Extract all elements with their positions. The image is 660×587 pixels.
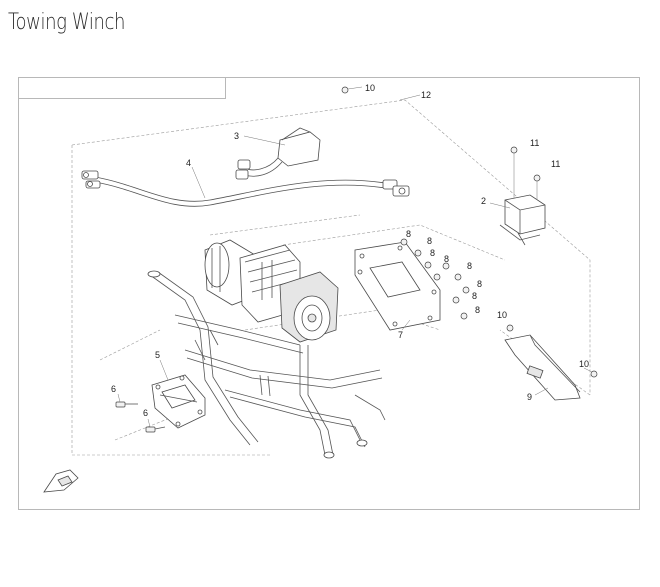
assembly-outline [71, 99, 591, 456]
callout-11-lower: 11 [551, 159, 560, 169]
callout-7: 7 [398, 330, 403, 340]
title-block [19, 78, 226, 99]
callout-6-lower: 6 [143, 408, 148, 418]
leader-lines [117, 94, 593, 428]
callout-8-a: 8 [406, 229, 411, 239]
callout-4: 4 [186, 158, 191, 168]
callout-12: 12 [421, 90, 431, 100]
callout-8-b: 8 [427, 236, 432, 246]
callout-8-d: 8 [444, 254, 449, 264]
callout-8-h: 8 [475, 305, 480, 315]
callout-10-mid: 10 [497, 310, 507, 320]
callout-6-upper: 6 [111, 384, 116, 394]
callout-9: 9 [527, 392, 532, 402]
solenoid-relay [499, 146, 546, 246]
page-title: Towing Winch [8, 10, 126, 35]
callout-10-right: 10 [579, 359, 589, 369]
bolt-top [341, 86, 363, 94]
callout-2: 2 [481, 196, 486, 206]
battery-cable [81, 170, 410, 207]
callout-8-f: 8 [477, 279, 482, 289]
callout-10-top: 10 [365, 83, 375, 93]
mounting-frame [147, 270, 386, 459]
callout-3: 3 [234, 131, 239, 141]
bolts-set [400, 238, 470, 320]
relay-bracket [504, 324, 598, 401]
front-direction-arrow-icon [43, 469, 79, 493]
callout-labels: 10 12 3 4 11 11 2 8 8 8 8 8 8 8 8 7 10 1… [111, 83, 589, 418]
callout-8-g: 8 [472, 291, 477, 301]
callout-8-e: 8 [467, 261, 472, 271]
roller-fairlead [151, 374, 206, 429]
callout-8-c: 8 [430, 248, 435, 258]
callout-5: 5 [155, 350, 160, 360]
winch-body [204, 239, 339, 343]
fairlead-bolts [115, 401, 166, 433]
winch-switch [235, 127, 321, 180]
winch-mount-plate [354, 241, 441, 331]
callout-11-upper: 11 [530, 138, 539, 148]
diagram-frame [18, 77, 640, 510]
